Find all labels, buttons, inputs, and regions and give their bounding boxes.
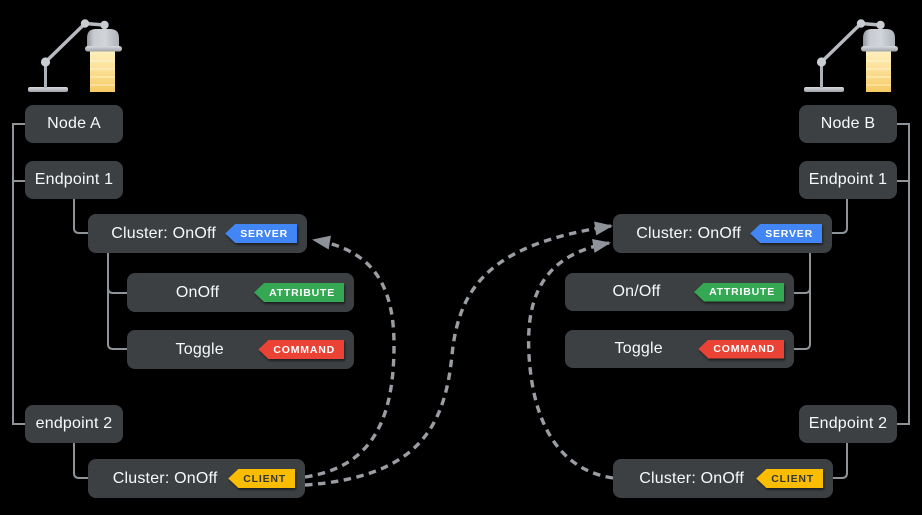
node-b-endpoint-2-box: Endpoint 2 <box>799 405 897 443</box>
node-b-server-cluster: Cluster: OnOff SERVER <box>613 214 832 253</box>
cluster-label: Cluster: OnOff <box>111 224 216 242</box>
command-label: Toggle <box>175 340 224 358</box>
node-a-endpoint-2-box: endpoint 2 <box>25 405 123 443</box>
attribute-badge-wrap: ATTRIBUTE <box>254 283 344 302</box>
connector-ep1-to-server-left <box>73 199 88 234</box>
cluster-label: Cluster: OnOff <box>636 224 741 242</box>
cluster-label: Cluster: OnOff <box>112 469 218 487</box>
binding-arrow-clientA-to-serverB <box>304 221 613 487</box>
node-a-label: Node A <box>47 115 101 132</box>
command-label: Toggle <box>614 340 663 357</box>
cluster-label: Cluster: OnOff <box>639 469 745 487</box>
node-b-box: Node B <box>799 105 897 143</box>
command-badge: COMMAND <box>258 340 344 359</box>
server-badge: SERVER <box>750 224 822 243</box>
client-badge-wrap: CLIENT <box>756 469 823 488</box>
node-b-endpoint-1-box: Endpoint 1 <box>799 161 897 199</box>
endpoint-label: Endpoint 2 <box>808 415 888 432</box>
connector-ep2-to-client-right <box>833 443 848 479</box>
desk-lamp-icon <box>26 17 124 94</box>
binding-arrow-clientB-to-serverB <box>526 239 614 480</box>
connector-server-to-attr-right <box>794 253 811 294</box>
endpoint-label: endpoint 2 <box>35 415 113 432</box>
client-badge: CLIENT <box>756 469 823 488</box>
command-badge-wrap: COMMAND <box>258 340 344 359</box>
server-badge-wrap: SERVER <box>225 224 297 243</box>
connector-node-a-trunk <box>12 123 25 425</box>
attribute-badge-wrap: ATTRIBUTE <box>694 282 784 302</box>
connector-ep1-to-server-right <box>832 199 848 234</box>
connector-server-to-cmd-left <box>107 253 127 350</box>
connector-node-b-trunk <box>897 123 910 425</box>
node-b-client-cluster: Cluster: OnOff CLIENT <box>613 459 833 498</box>
node-a-endpoint-1-box: Endpoint 1 <box>25 161 123 199</box>
desk-lamp-icon <box>802 17 900 94</box>
connector-server-to-cmd-right <box>794 253 811 350</box>
node-a-onoff-attribute: OnOff ATTRIBUTE <box>127 273 354 312</box>
node-a-box: Node A <box>25 105 123 143</box>
client-badge: CLIENT <box>228 469 295 488</box>
binding-arrows <box>304 221 614 487</box>
attribute-badge: ATTRIBUTE <box>254 283 344 302</box>
node-b-label: Node B <box>820 115 876 132</box>
server-badge: SERVER <box>225 224 297 243</box>
command-badge: COMMAND <box>698 339 784 359</box>
node-b-onoff-attribute: On/Off ATTRIBUTE <box>565 273 794 311</box>
node-b-toggle-command: Toggle COMMAND <box>565 330 794 368</box>
command-badge-wrap: COMMAND <box>698 339 784 359</box>
attribute-label: On/Off <box>612 283 661 300</box>
node-a-toggle-command: Toggle COMMAND <box>127 330 354 369</box>
server-badge-wrap: SERVER <box>750 224 822 243</box>
client-badge-wrap: CLIENT <box>228 469 295 488</box>
attribute-label: OnOff <box>175 283 220 301</box>
node-a-client-cluster: Cluster: OnOff CLIENT <box>88 459 305 498</box>
tree-connectors <box>12 123 910 479</box>
endpoint-label: Endpoint 1 <box>34 171 114 188</box>
endpoint-label: Endpoint 1 <box>808 171 888 188</box>
connector-server-to-attr-left <box>107 253 127 294</box>
node-a-server-cluster: Cluster: OnOff SERVER <box>88 214 307 253</box>
binding-arrow-clientA-to-serverA <box>304 235 396 479</box>
attribute-badge: ATTRIBUTE <box>694 282 784 302</box>
connector-ep2-to-client-left <box>73 443 88 479</box>
